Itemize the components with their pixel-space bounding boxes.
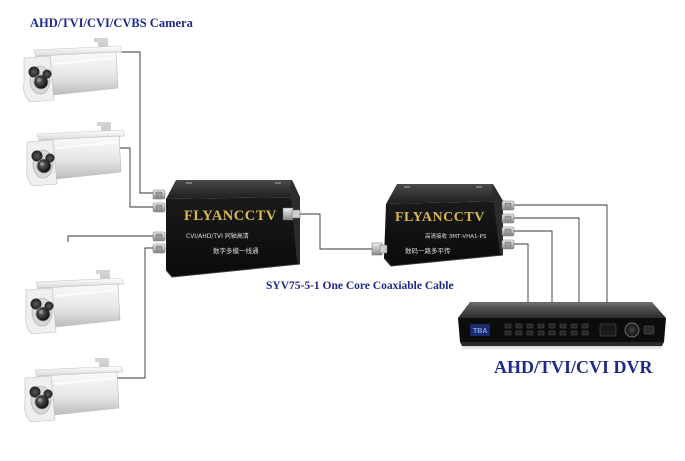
receiver-subtitle: 数码一路多平传 bbox=[405, 246, 451, 255]
receiver-brand: FLYANCCTV bbox=[395, 210, 485, 225]
dvr-front-buttons bbox=[504, 323, 589, 336]
camera-title: AHD/TVI/CVI/CVBS Camera bbox=[30, 16, 193, 30]
transmitter-subtitle: 数字多模一线通 bbox=[213, 246, 259, 255]
camera-2 bbox=[25, 121, 127, 187]
transmitter-model: CVI/AHD/TVI 同轴高清 bbox=[186, 232, 249, 240]
coax-trunk-cable bbox=[299, 213, 375, 250]
cable-dvr-3 bbox=[514, 230, 553, 302]
receiver-box: FLYANCCTV 高清接收 ЗМТ-VHA1-PS 数码一路多平传 bbox=[371, 184, 515, 267]
dvr-label: AHD/TVI/CVI DVR bbox=[494, 357, 654, 377]
bnc-connector bbox=[152, 202, 166, 213]
cable-dvr-2 bbox=[514, 217, 580, 302]
dvr-unit: TBA bbox=[458, 302, 666, 352]
receiver-input-connector bbox=[371, 242, 388, 256]
bnc-connector bbox=[152, 189, 166, 200]
cable-dvr-4 bbox=[514, 243, 529, 302]
cable-camera-1 bbox=[118, 51, 157, 194]
cable-lines bbox=[67, 51, 608, 379]
bnc-connector bbox=[501, 239, 515, 250]
dvr-brand: TBA bbox=[473, 328, 487, 335]
bnc-connector bbox=[501, 200, 515, 211]
camera-4 bbox=[23, 357, 125, 423]
cable-camera-4 bbox=[115, 247, 157, 379]
cable-camera-3 bbox=[67, 235, 157, 242]
receiver-model: 高清接收 ЗМТ-VHA1-PS bbox=[425, 232, 487, 240]
bnc-connector bbox=[152, 231, 166, 242]
transmitter-output-connector bbox=[282, 207, 301, 221]
receiver-output-connectors bbox=[501, 200, 515, 250]
camera-1 bbox=[22, 37, 124, 103]
bnc-connector bbox=[501, 226, 515, 237]
bnc-connector bbox=[152, 243, 166, 254]
cable-camera-2 bbox=[120, 147, 157, 208]
camera-3 bbox=[24, 269, 126, 335]
bnc-connector bbox=[501, 213, 515, 224]
transmitter-input-connectors bbox=[152, 189, 166, 254]
transmitter-brand: FLYANCCTV bbox=[184, 208, 277, 224]
cable-dvr-1 bbox=[514, 204, 608, 302]
transmitter-box: FLYANCCTV CVI/AHD/TVI 同轴高清 数字多模一线通 bbox=[152, 180, 301, 278]
cable-label: SYV75-5-1 One Core Coaxiable Cable bbox=[266, 280, 454, 292]
